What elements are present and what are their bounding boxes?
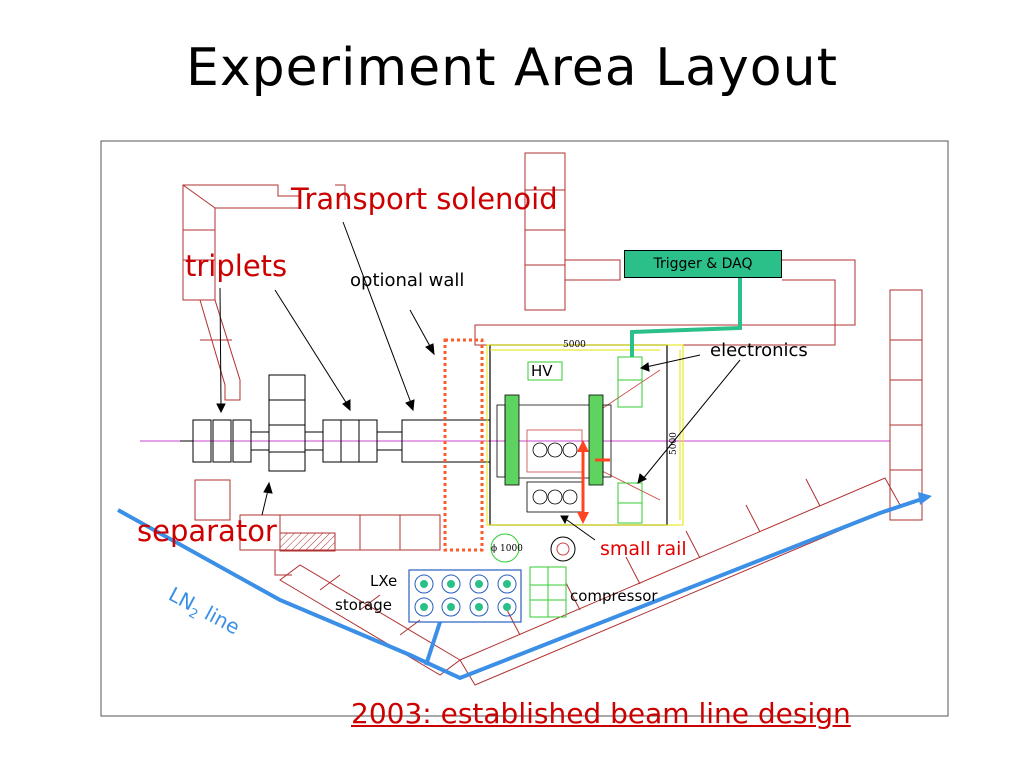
phi-1000-label: ϕ 1000 — [491, 544, 523, 554]
optional-wall-label: optional wall — [350, 270, 465, 291]
annotation-arrows — [216, 221, 741, 541]
ln2-line — [117, 495, 929, 681]
footer-note: 2003: established beam line design — [351, 697, 851, 730]
trigger-daq-box: Trigger & DAQ — [624, 250, 782, 278]
detector-area — [486, 344, 684, 526]
dim-5000-top: 5000 — [563, 340, 586, 350]
storage-label: storage — [335, 596, 392, 614]
daq-cable — [630, 278, 742, 357]
compressor-circle — [550, 536, 576, 562]
triplets-label: triplets — [185, 249, 288, 283]
hv-label: HV — [531, 362, 553, 380]
small-rail-label: small rail — [600, 538, 687, 560]
lxe-label: LXe — [370, 572, 398, 590]
compressor-label: compressor — [570, 587, 658, 605]
separator-label: separator — [137, 514, 277, 548]
compressor-units — [529, 566, 567, 618]
dewar-circle — [490, 533, 520, 563]
lxe-storage-tanks — [408, 569, 522, 623]
transport-solenoid-label: Transport solenoid — [291, 182, 558, 216]
slide-title: Experiment Area Layout — [186, 38, 838, 98]
diagram-frame — [100, 140, 949, 717]
optional-wall — [443, 338, 484, 552]
dim-5000-side: 5000 — [669, 432, 679, 455]
electronics-label: electronics — [710, 340, 808, 361]
